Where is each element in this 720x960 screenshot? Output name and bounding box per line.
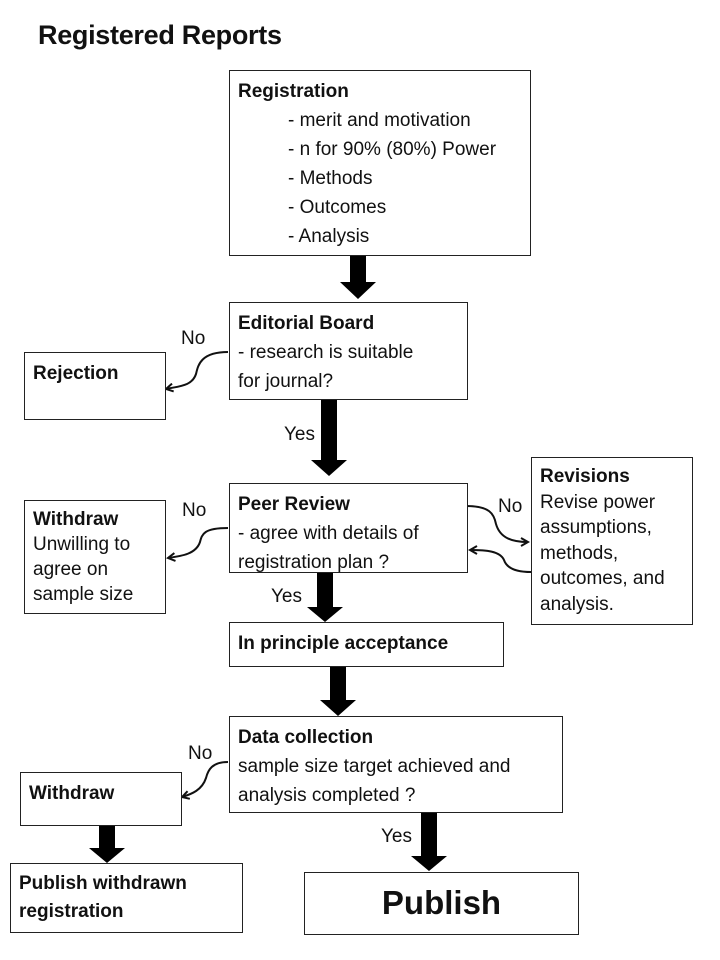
yes-label: Yes (381, 826, 412, 847)
peer-review-line: registration plan ? (238, 552, 390, 573)
registration-item: - merit and motivation (288, 110, 471, 131)
registration-item: - n for 90% (80%) Power (288, 139, 497, 160)
publish-withdrawn-box: Publish withdrawn registration (10, 863, 243, 933)
data-collection-line: sample size target achieved and (238, 756, 511, 777)
diagram-title: Registered Reports (38, 20, 282, 50)
withdraw-sample-size-box: Withdraw Unwilling to agree on sample si… (24, 500, 166, 614)
registration-item: - Outcomes (288, 197, 387, 218)
revisions-line: outcomes, and (540, 568, 665, 589)
data-collection-box: Data collection sample size target achie… (229, 716, 563, 813)
arrow-editorial-to-peer (311, 400, 347, 476)
no-label: No (498, 496, 523, 517)
registration-box: Registration - merit and motivation - n … (229, 70, 531, 256)
yes-label: Yes (271, 586, 302, 607)
editorial-board-line: for journal? (238, 371, 334, 392)
arrow-data-to-publish (411, 813, 447, 871)
editorial-board-heading: Editorial Board (238, 313, 375, 334)
withdraw-data-box: Withdraw (20, 772, 182, 826)
peer-review-line: - agree with details of (238, 523, 419, 544)
withdraw-line: Unwilling to (33, 534, 131, 555)
curve-peer-to-withdraw (168, 527, 229, 558)
withdraw-line: sample size (33, 584, 134, 605)
registration-heading: Registration (238, 81, 349, 102)
acceptance-heading: In principle acceptance (238, 633, 449, 654)
revisions-box: Revisions Revise power assumptions, meth… (531, 457, 693, 625)
editorial-board-box: Editorial Board - research is suitable f… (229, 302, 468, 400)
revisions-line: assumptions, (540, 517, 652, 538)
registration-item: - Analysis (288, 226, 370, 247)
registration-item: - Methods (288, 168, 373, 189)
arrow-withdraw-to-publish-withdrawn (89, 826, 125, 863)
editorial-board-line: - research is suitable (238, 342, 414, 363)
curve-editorial-to-rejection (166, 351, 229, 389)
publish-withdrawn-line: Publish withdrawn (19, 873, 187, 894)
peer-review-box: Peer Review - agree with details of regi… (229, 483, 468, 573)
arrow-peer-to-acceptance (307, 573, 343, 622)
no-label: No (188, 743, 213, 764)
revisions-line: analysis. (540, 593, 614, 615)
yes-label: Yes (284, 424, 315, 445)
revisions-line: Revise power (540, 491, 656, 513)
acceptance-box: In principle acceptance (229, 622, 504, 667)
peer-review-heading: Peer Review (238, 494, 350, 515)
arrow-registration-to-editorial (340, 256, 376, 299)
curve-peer-to-revisions (465, 505, 528, 542)
data-collection-heading: Data collection (238, 727, 374, 748)
no-label: No (182, 500, 207, 521)
revisions-heading: Revisions (540, 466, 630, 487)
publish-withdrawn-line: registration (19, 901, 124, 922)
no-label: No (181, 328, 206, 349)
publish-box: Publish (304, 872, 579, 935)
publish-label: Publish (381, 884, 502, 921)
data-collection-line: analysis completed ? (238, 785, 416, 806)
curve-revisions-to-peer (470, 550, 532, 573)
withdraw-line: agree on (33, 559, 109, 580)
withdraw-heading: Withdraw (33, 509, 119, 530)
rejection-heading: Rejection (33, 363, 119, 384)
curve-data-to-withdraw (182, 761, 229, 797)
arrow-acceptance-to-data (320, 666, 356, 716)
withdraw-data-heading: Withdraw (29, 783, 115, 804)
rejection-box: Rejection (24, 352, 166, 420)
revisions-line: methods, (540, 542, 619, 564)
